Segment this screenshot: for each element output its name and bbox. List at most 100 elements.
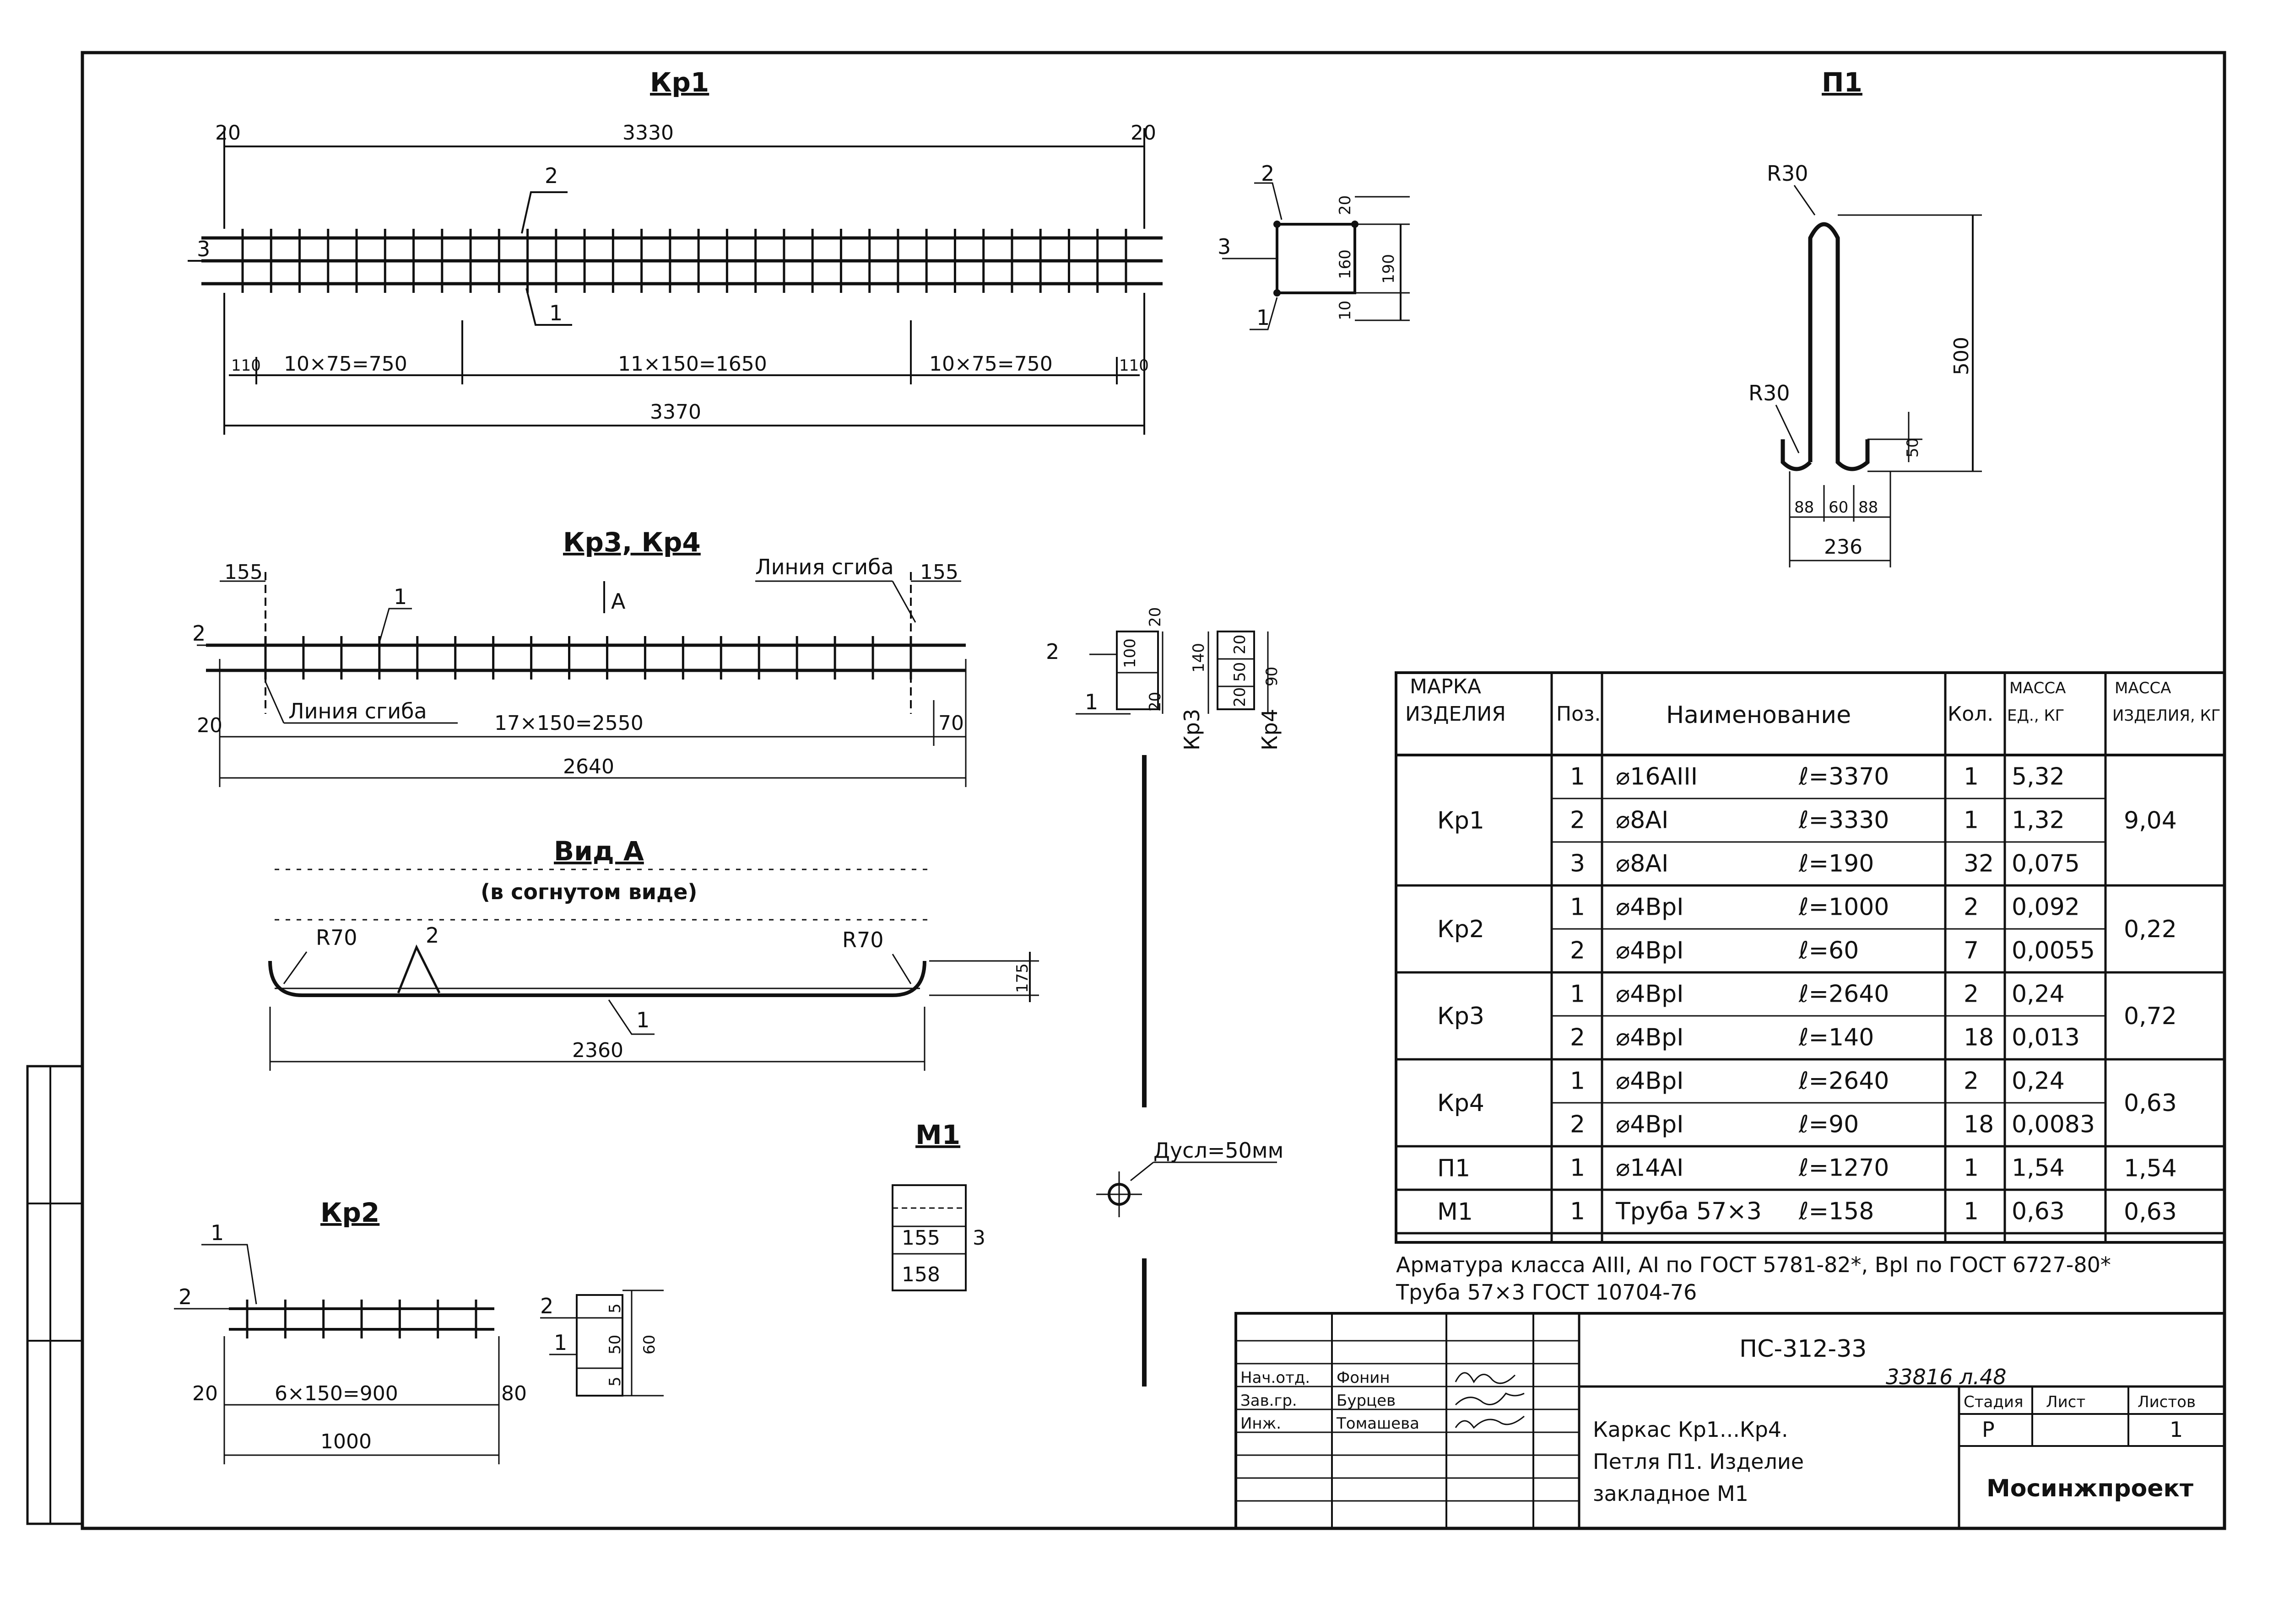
kr34-end-left: 20 <box>197 714 222 737</box>
spec-mark: Кр4 <box>1437 1090 1484 1117</box>
kr2-right: 80 <box>501 1382 527 1405</box>
kr34-view-arrow: А <box>611 589 626 614</box>
drawing-code: ПС-312-33 <box>1739 1335 1867 1363</box>
spec-length: ℓ=3330 <box>1798 807 1889 834</box>
spec-unit-mass: 0,0055 <box>2012 937 2095 965</box>
kr2-sec-bot: 5 <box>606 1376 624 1387</box>
spec-qty: 1 <box>1964 807 1979 834</box>
view-a-title: Вид А <box>554 836 644 867</box>
signature-3 <box>1455 1415 1525 1429</box>
kr1-seg-mid: 11×150=1650 <box>618 352 767 376</box>
spec-header-name: Наименование <box>1666 701 1851 729</box>
view-m1: М1 155 3 158 <box>892 1119 985 1291</box>
spec-mark: П1 <box>1437 1155 1470 1182</box>
view-a-subtitle: (в согнутом виде) <box>481 879 697 904</box>
sheet-title-3: закладное М1 <box>1593 1481 1748 1506</box>
kr34-title: Кр3, Кр4 <box>563 527 701 558</box>
kr3-sec-mid: 100 <box>1121 638 1139 668</box>
kr1-title: Кр1 <box>650 67 709 98</box>
kr34-pos-2: 2 <box>192 621 206 646</box>
kr2-sec-pos2: 2 <box>540 1294 553 1318</box>
stamp-header-sheet: Лист <box>2046 1393 2085 1411</box>
kr34-dim-right: 155 <box>920 561 958 584</box>
spec-name: ⌀8АI <box>1616 850 1668 878</box>
spec-unit-mass: 0,013 <box>2012 1024 2080 1052</box>
kr2-sec-total: 60 <box>640 1335 659 1354</box>
kr1-seg-left: 10×75=750 <box>284 352 407 376</box>
kr4-sec-label: Кр4 <box>1257 709 1282 750</box>
kr1-dim-bottom: 3370 <box>650 400 701 424</box>
view-kr2: Кр2 1 2 20 6×150=900 80 1000 <box>174 1197 527 1464</box>
p1-w2: 60 <box>1829 498 1848 517</box>
spec-mark: Кр2 <box>1437 916 1484 943</box>
kr1-sec-pos1: 1 <box>1256 305 1270 330</box>
spec-product-mass: 9,04 <box>2124 807 2177 835</box>
spec-mark: Кр3 <box>1437 1003 1484 1030</box>
spec-unit-mass: 5,32 <box>2012 763 2065 791</box>
kr4-sec-total: 90 <box>1263 667 1281 686</box>
stamp-role-2: Зав.гр. <box>1240 1392 1297 1410</box>
kr34-bend-line-left: Линия сгиба <box>288 699 427 723</box>
stamp-name-2: Бурцев <box>1337 1392 1396 1410</box>
title-block: Нач.отд. Фонин Зав.гр. Бурцев Инж. Томаш… <box>1234 1312 2226 1530</box>
kr1-sec-mid: 160 <box>1336 249 1354 279</box>
spec-pos: 2 <box>1570 807 1585 834</box>
kr1-edge-left: 110 <box>231 356 261 375</box>
stamp-header-sheets: Листов <box>2138 1393 2196 1411</box>
view-kr1: Кр1 3330 20 20 2 1 3 110 10×75=750 11×15… <box>188 67 1163 435</box>
kr3-sec-top: 20 <box>1146 607 1164 627</box>
stamp-name-1: Фонин <box>1337 1369 1390 1387</box>
spec-header-total: МАССА <box>2115 679 2171 697</box>
p1-loop <box>1808 222 1870 471</box>
kr34-bend-line-right: Линия сгиба <box>755 555 894 579</box>
spec-header-qty: Кол. <box>1948 702 1993 726</box>
organization: Мосинжпроект <box>1986 1475 2193 1502</box>
spec-qty: 2 <box>1964 894 1979 921</box>
kr1-pos-1: 1 <box>549 301 563 325</box>
kr3-sec-label: Кр3 <box>1180 709 1204 750</box>
spec-note-1: Арматура класса АIII, АI по ГОСТ 5781-82… <box>1396 1252 2111 1277</box>
kr2-pos-1: 1 <box>211 1220 224 1245</box>
p1-r-top: R30 <box>1767 161 1808 186</box>
kr2-stirrups <box>246 1300 477 1338</box>
spec-unit-mass: 0,092 <box>2012 894 2080 921</box>
pipe-note: Дусл=50мм <box>1153 1138 1283 1163</box>
spec-pos: 1 <box>1570 981 1585 1008</box>
spec-length: ℓ=90 <box>1798 1111 1859 1138</box>
spec-unit-mass: 0,24 <box>2012 1068 2065 1095</box>
kr34-section: 2 1 20 100 20 140 Кр3 20 50 20 90 Кр4 <box>1046 607 1282 750</box>
archive-number: 33816 л.48 <box>1886 1365 2007 1389</box>
view-a-pos1: 1 <box>636 1008 649 1032</box>
signature-2 <box>1455 1392 1525 1406</box>
spec-length: ℓ=1270 <box>1798 1155 1889 1182</box>
spec-pos: 2 <box>1570 1024 1585 1052</box>
spec-length: ℓ=3370 <box>1798 763 1889 791</box>
spec-length: ℓ=1000 <box>1798 894 1889 921</box>
kr1-stirrups <box>241 229 1127 293</box>
spec-product-mass: 1,54 <box>2124 1155 2177 1182</box>
kr1-sec-top: 20 <box>1336 195 1354 215</box>
spec-header-pos: Поз. <box>1556 702 1601 726</box>
view-a-bar <box>268 960 926 997</box>
kr34-end-right: 70 <box>938 712 964 735</box>
spec-length: ℓ=140 <box>1798 1024 1874 1052</box>
view-a-length: 2360 <box>572 1039 623 1062</box>
m1-title: М1 <box>915 1119 960 1150</box>
kr1-dim-top: 3330 <box>622 121 674 145</box>
spec-header-total-2: ИЗДЕЛИЯ, КГ <box>2112 707 2220 725</box>
spec-header-mark: МАРКА <box>1410 675 1481 698</box>
p1-height: 500 <box>1950 337 1973 375</box>
spec-qty: 1 <box>1964 1198 1979 1225</box>
outer-frame <box>81 51 2226 1530</box>
spec-product-mass: 0,63 <box>2124 1198 2177 1226</box>
kr2-section: 5 50 5 60 2 1 <box>540 1289 664 1397</box>
spec-name: ⌀4ВрI <box>1616 937 1683 965</box>
spec-qty: 7 <box>1964 937 1979 965</box>
view-a-height: 175 <box>1013 963 1032 993</box>
spec-name: Труба 57×3 <box>1615 1198 1762 1225</box>
p1-w3: 88 <box>1858 498 1878 517</box>
signature-1 <box>1455 1372 1516 1384</box>
spec-product-mass: 0,22 <box>2124 916 2177 943</box>
kr34-pos-1: 1 <box>394 584 407 609</box>
spec-header-unit-2: ЕД., КГ <box>2007 707 2064 725</box>
